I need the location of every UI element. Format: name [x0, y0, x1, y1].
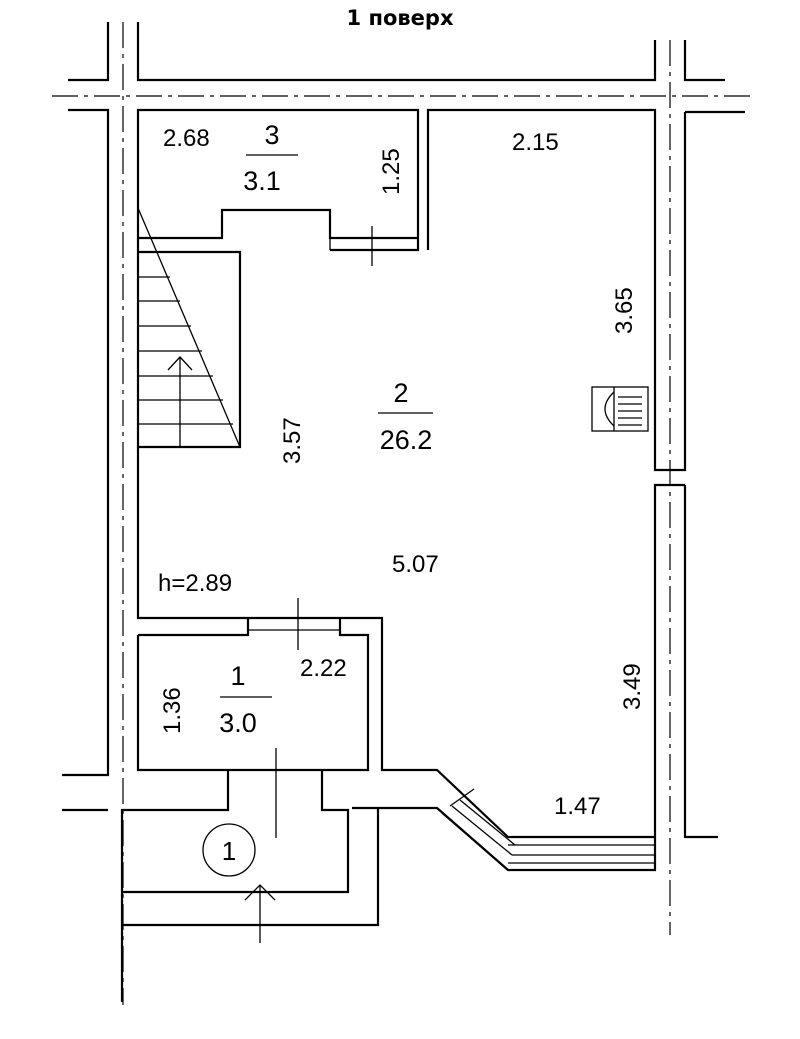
fraction-bars	[220, 154, 433, 698]
entrance-marker-circle	[202, 823, 256, 877]
room1-area: 3.0	[219, 708, 257, 738]
dim-right-lower-height: 3.49	[619, 663, 646, 710]
room2-area: 26.2	[380, 425, 433, 455]
dim-room3-width: 2.68	[163, 125, 210, 152]
dim-bottom-right-width: 1.47	[554, 793, 601, 820]
dim-room3-height: 1.25	[378, 148, 405, 195]
dim-right-upper-height: 3.65	[611, 287, 638, 334]
room3-partition	[138, 208, 418, 266]
entrance-walls	[62, 748, 380, 1002]
entrance-marker-number: 1	[222, 836, 236, 866]
floor-title: 1 поверх	[346, 6, 454, 30]
boiler-icon	[591, 386, 649, 432]
dim-top-right-width: 2.15	[512, 129, 559, 156]
top-wall	[62, 22, 745, 777]
dim-room1-width: 2.22	[300, 655, 347, 682]
room3-number: 3	[264, 120, 279, 150]
dim-main-width: 5.07	[392, 551, 439, 578]
dim-room1-height: 1.36	[159, 687, 186, 734]
room2-number: 2	[393, 378, 408, 408]
room1-walls	[136, 598, 370, 772]
exterior-walls	[136, 108, 718, 872]
dim-ceiling-height: h=2.89	[158, 570, 232, 597]
corner-window	[442, 788, 655, 871]
dim-stair-height: 3.57	[279, 417, 306, 464]
room1-number: 1	[230, 661, 245, 691]
room3-area: 3.1	[243, 166, 281, 196]
staircase	[137, 207, 242, 449]
